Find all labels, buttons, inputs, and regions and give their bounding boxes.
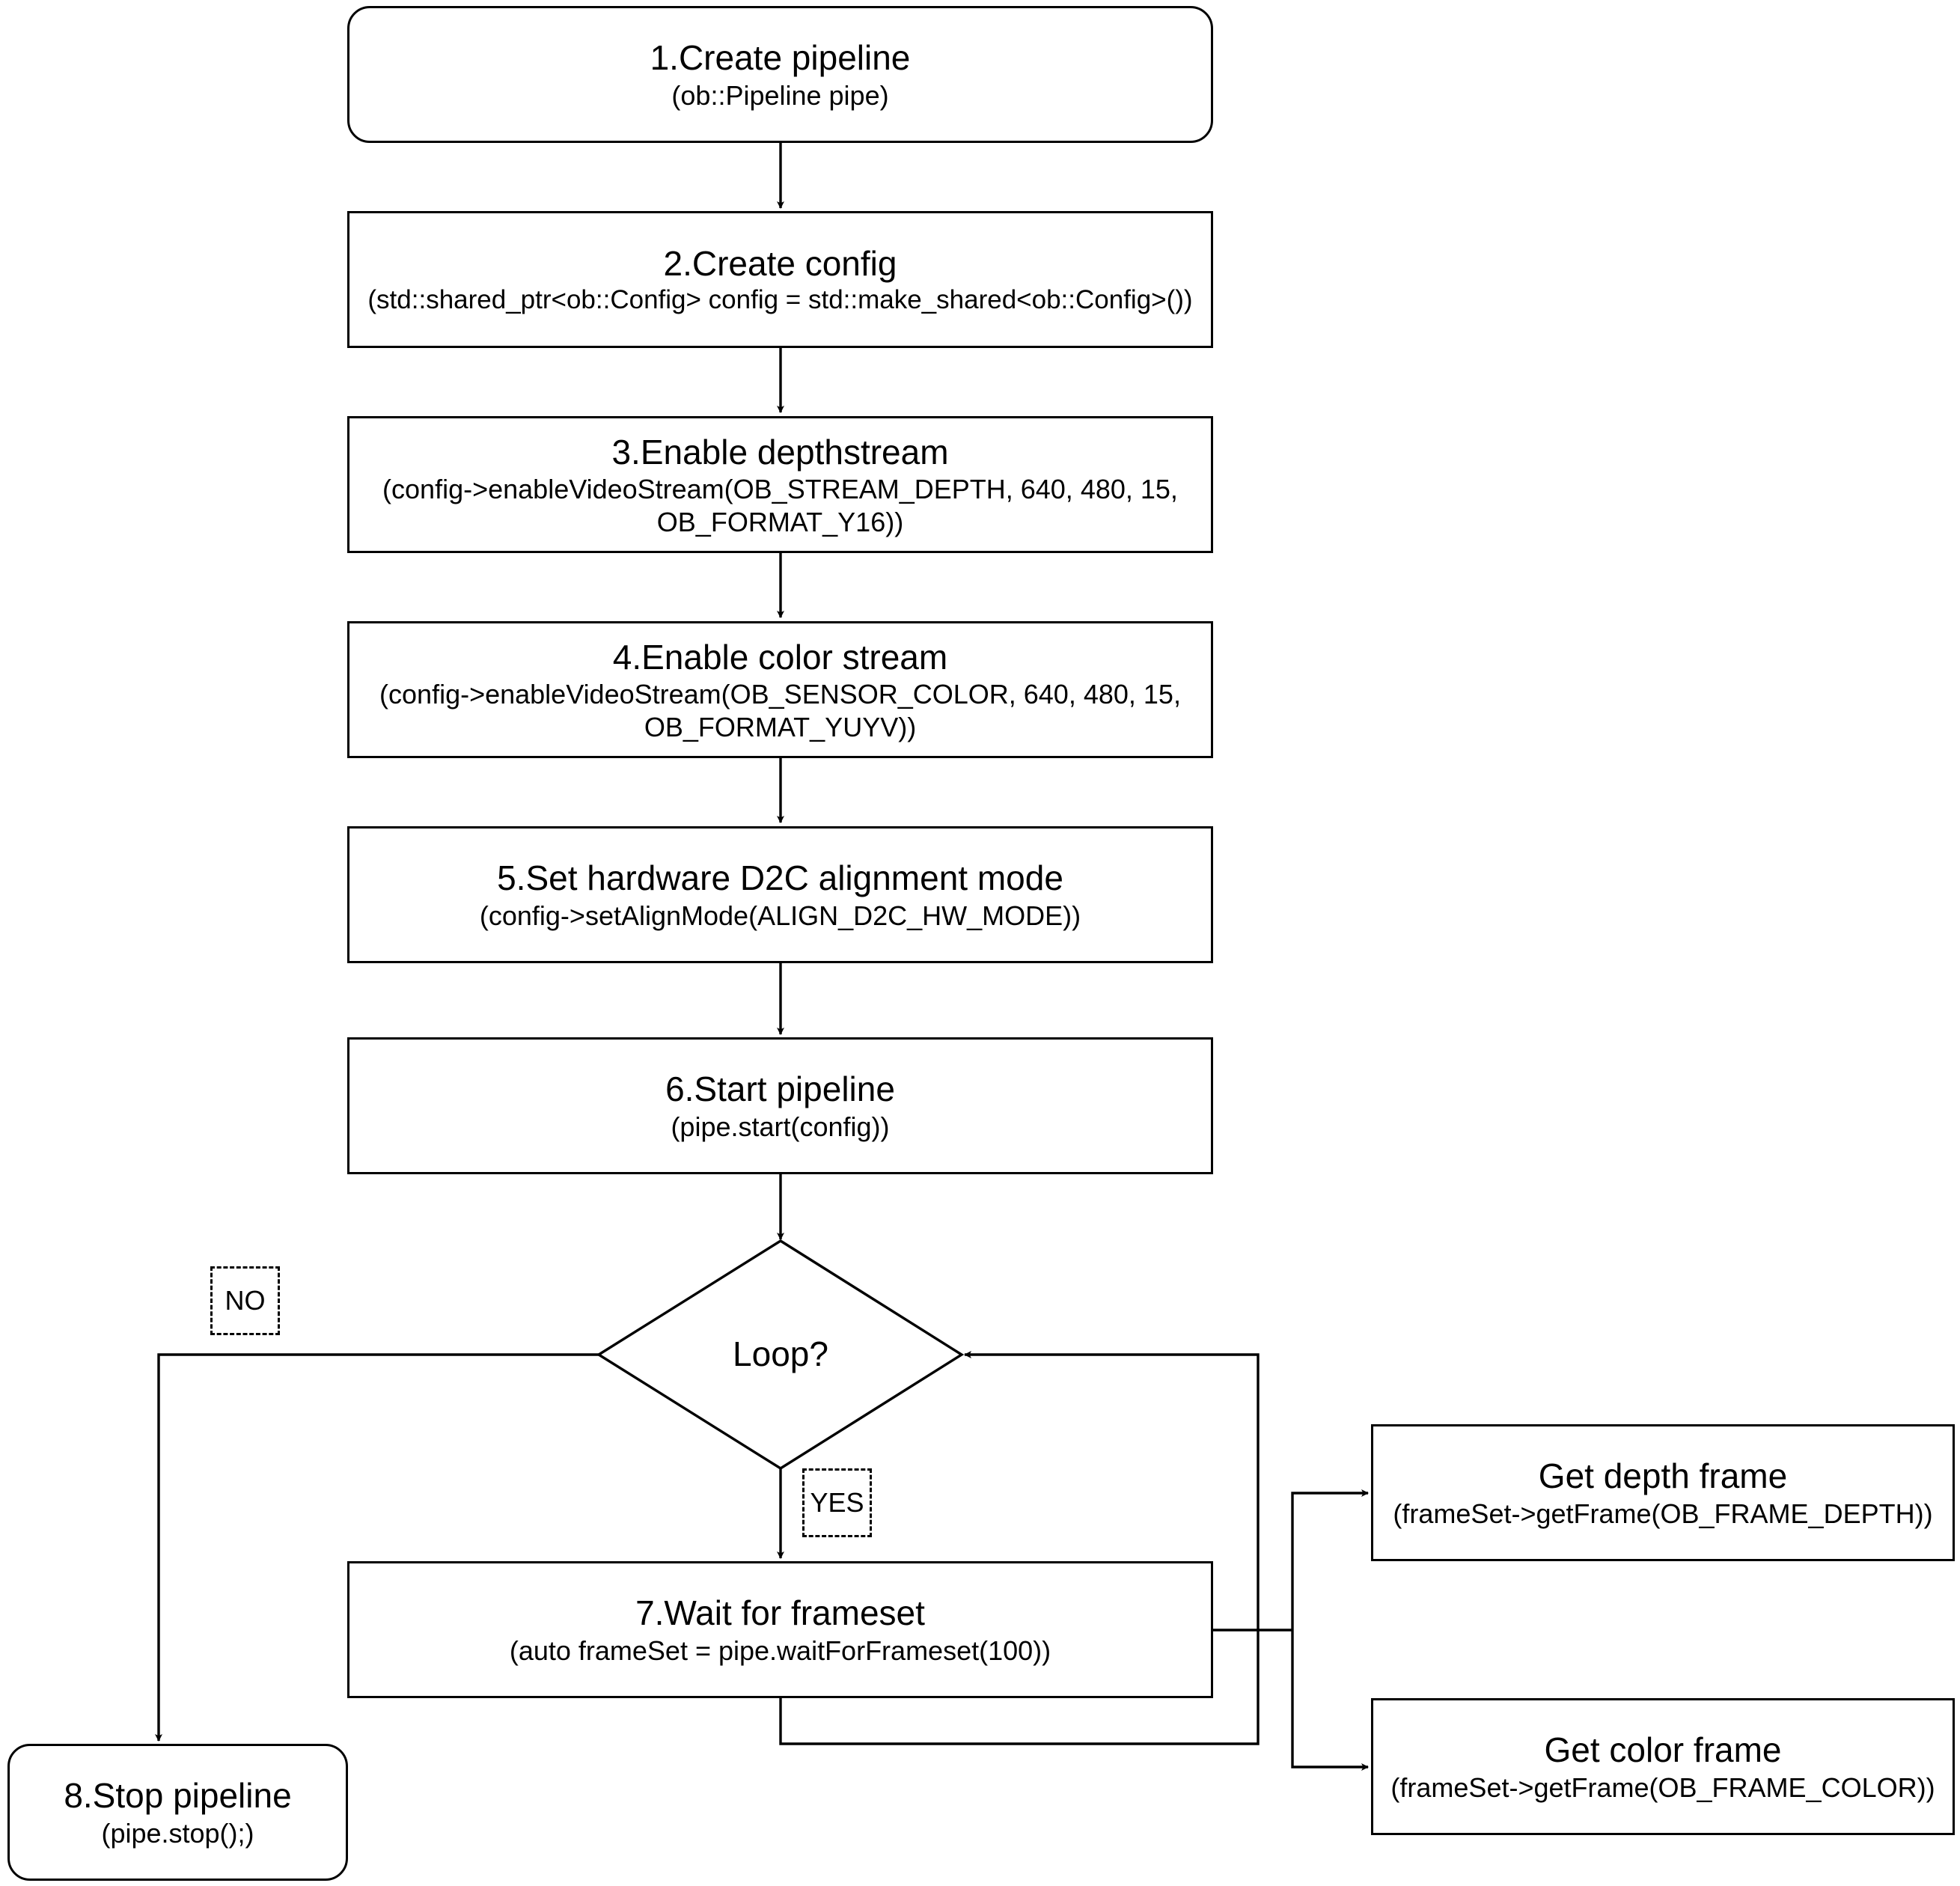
step-get-color-frame: Get color frame (frameSet->getFrame(OB_F…: [1371, 1698, 1955, 1835]
step-create-pipeline: 1.Create pipeline (ob::Pipeline pipe): [347, 6, 1213, 143]
step-get-depth-frame: Get depth frame (frameSet->getFrame(OB_F…: [1371, 1424, 1955, 1561]
step-enable-depth-stream: 3.Enable depthstream (config->enableVide…: [347, 416, 1213, 553]
step-code-line-1: (config->enableVideoStream(OB_STREAM_DEP…: [382, 473, 1178, 504]
step-stop-pipeline: 8.Stop pipeline (pipe.stop();): [7, 1744, 348, 1881]
step-code-line-2: OB_FORMAT_YUYV)): [644, 711, 917, 742]
step-title: 8.Stop pipeline: [64, 1776, 292, 1816]
step-code: (pipe.start(config)): [671, 1111, 890, 1142]
step-code-line-2: OB_FORMAT_Y16)): [656, 506, 904, 537]
branch-label-yes: YES: [802, 1468, 872, 1537]
step-code-line-1: (config->enableVideoStream(OB_SENSOR_COL…: [379, 678, 1181, 709]
step-code: (ob::Pipeline pipe): [671, 79, 889, 111]
arrow-to-color-frame: [1291, 1630, 1369, 1771]
step-wait-frameset: 7.Wait for frameset (auto frameSet = pip…: [347, 1561, 1213, 1698]
step-title: 1.Create pipeline: [650, 38, 911, 78]
step-title: Get color frame: [1544, 1730, 1782, 1770]
step-title: 4.Enable color stream: [612, 637, 948, 677]
step-title: 2.Create config: [663, 244, 897, 284]
arrow-to-depth-frame: [1291, 1489, 1369, 1630]
step-create-config: 2.Create config (std::shared_ptr<ob::Con…: [347, 211, 1213, 348]
decision-label: Loop?: [733, 1334, 828, 1373]
step-code: (pipe.stop();): [101, 1817, 254, 1849]
arrow-loop-back: [779, 1351, 1260, 1745]
branch-label-no: NO: [210, 1266, 280, 1335]
step-title: 6.Start pipeline: [665, 1069, 895, 1109]
step-enable-color-stream: 4.Enable color stream (config->enableVid…: [347, 621, 1213, 758]
step-code: (auto frameSet = pipe.waitForFrameset(10…: [509, 1635, 1051, 1666]
step-code: (frameSet->getFrame(OB_FRAME_COLOR)): [1390, 1771, 1935, 1803]
step-set-align-mode: 5.Set hardware D2C alignment mode (confi…: [347, 826, 1213, 963]
step-code: (std::shared_ptr<ob::Config> config = st…: [367, 285, 1193, 315]
step-start-pipeline: 6.Start pipeline (pipe.start(config)): [347, 1037, 1213, 1174]
step-title: 5.Set hardware D2C alignment mode: [497, 858, 1063, 898]
step-code: (config->setAlignMode(ALIGN_D2C_HW_MODE)…: [479, 900, 1081, 931]
step-code: (frameSet->getFrame(OB_FRAME_DEPTH)): [1393, 1498, 1933, 1529]
step-title: 7.Wait for frameset: [635, 1593, 925, 1633]
step-title: 3.Enable depthstream: [611, 432, 949, 472]
arrow-no-to-8: [155, 1353, 599, 1742]
step-title: Get depth frame: [1538, 1456, 1788, 1496]
